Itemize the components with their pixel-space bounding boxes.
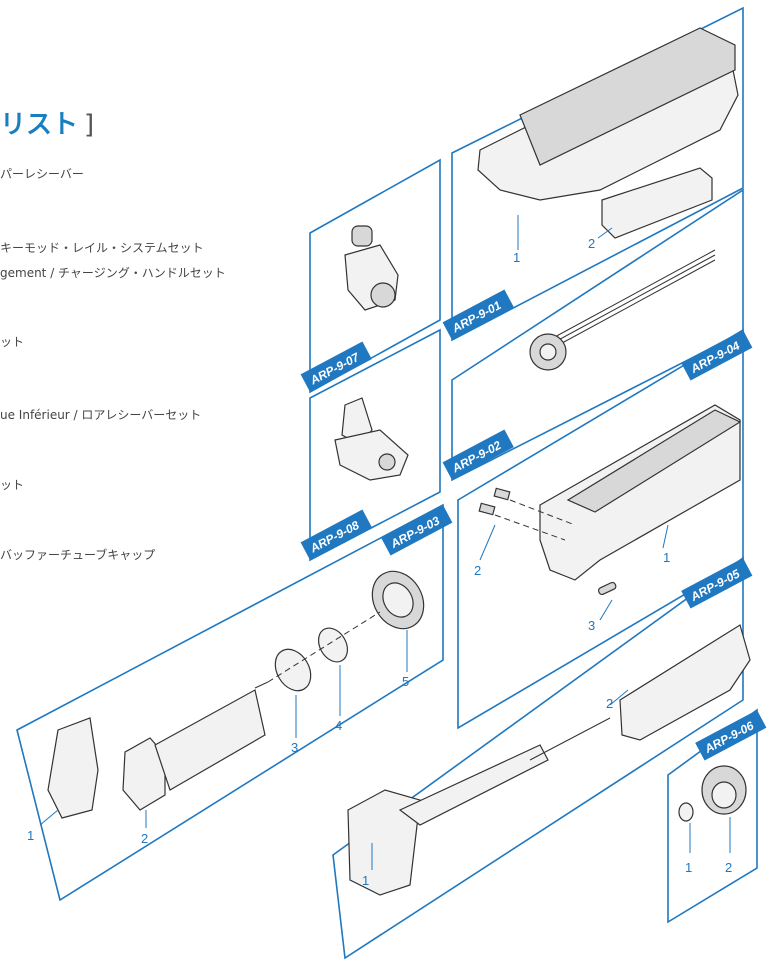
list-item: gement / チャージング・ハンドルセット: [0, 266, 226, 280]
part-label: 2: [606, 696, 613, 711]
panel-tag-background: [442, 429, 514, 480]
upper-receiver-rail: [519, 27, 736, 166]
panel-tag-background: [442, 289, 514, 340]
part-label: 1: [663, 550, 670, 565]
barrel-clamp: [47, 717, 99, 819]
part-label: 1: [685, 860, 692, 875]
list-item: バッファーチューブキャップ: [0, 548, 156, 562]
list-item: キーモッド・レイル・システムセット: [0, 241, 204, 255]
rear-sight-aperture: [351, 225, 373, 247]
handguard-bolt: [493, 487, 511, 501]
part-label: 2: [474, 563, 481, 578]
front-sight-base: [334, 429, 409, 481]
o-ring-small: [317, 627, 349, 663]
part-label: 2: [141, 831, 148, 846]
part-label: 2: [588, 236, 595, 251]
buffer-tube: [154, 689, 266, 791]
list-item: ット: [0, 335, 25, 349]
front-sight-detent: [378, 453, 396, 471]
panel-tag-background: [681, 558, 753, 609]
title-text: リスト: [0, 110, 79, 140]
charging-handle-shaft: [398, 744, 549, 826]
buffer-cap-o-ring: [678, 802, 694, 822]
bolt-face: [539, 343, 557, 361]
ejection-port-cover: [601, 167, 713, 239]
panel-tag-background: [300, 341, 372, 392]
part-label: 2: [725, 860, 732, 875]
part-label: 1: [513, 250, 520, 265]
title-close-bracket: ]: [84, 110, 95, 140]
part-label: 1: [27, 828, 34, 843]
handguard-bolt: [478, 502, 496, 516]
panel-arp-9-07: ARP-9-07: [300, 158, 441, 394]
panel-tag-background: [695, 710, 767, 761]
panel-arp-9-03: 1 2 3 4 5 ARP-9-03: [16, 503, 453, 902]
part-label: 4: [335, 718, 342, 733]
handguard-rail: [566, 409, 742, 513]
part-label: 5: [402, 674, 409, 689]
barrel-extension: [122, 737, 166, 811]
list-item: ット: [0, 478, 25, 492]
charging-handle-latch: [347, 789, 421, 896]
panel-arp-9-06: 1 2 ARP-9-06: [667, 708, 767, 924]
list-item: ue Inférieur / ロアレシーバーセット: [0, 408, 202, 422]
panel-arp-9-04: 2 1 3 ARP-9-04: [457, 328, 753, 730]
o-ring-large: [274, 648, 312, 692]
panel-tag-background: [681, 330, 753, 381]
panel-tag-background: [381, 505, 453, 556]
rear-sight-knob: [370, 282, 396, 308]
page-title: リスト]: [0, 104, 94, 141]
dust-cover: [619, 624, 751, 741]
panel-arp-9-01: 1 2 ARP-9-01: [442, 6, 744, 342]
part-label: 3: [588, 618, 595, 633]
list-item: パーレシーバー: [0, 167, 84, 181]
panel-tag-background: [300, 509, 372, 560]
part-label: 1: [362, 873, 369, 888]
part-label: 3: [291, 740, 298, 755]
panel-arp-9-08: ARP-9-08: [300, 328, 441, 562]
handguard-nut: [597, 581, 617, 596]
